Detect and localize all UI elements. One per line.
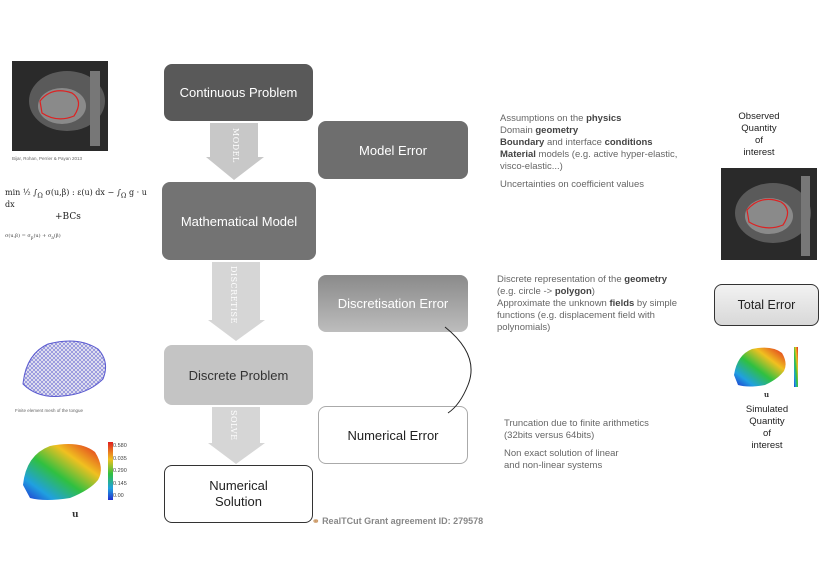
mri-caption: Bijar, Rohan, Perrier & Payan 2013	[12, 156, 83, 161]
note-text: functions (e.g. displacement field with	[497, 310, 655, 321]
label-line: Observed	[738, 111, 780, 122]
discretise-arrow-shape	[208, 262, 265, 341]
mesh-picture	[22, 340, 107, 397]
solve-arrow	[208, 407, 266, 465]
note-text: Uncertainties on coefficient values	[500, 179, 644, 190]
connector-curve	[444, 326, 472, 414]
colorbar-tick: 0.290	[113, 468, 127, 474]
note-bold: fields	[609, 298, 635, 309]
grant-info: ⚭ RealTCut Grant agreement ID: 279578	[312, 516, 483, 527]
note-text: Domain	[500, 125, 536, 136]
label-line: of	[763, 428, 771, 439]
note-text: models (e.g. active hyper-elastic,	[535, 149, 678, 160]
note-text: Approximate the unknown	[497, 298, 610, 309]
model-error-notes: Assumptions on the physics Domain geomet…	[500, 113, 710, 191]
mri-picture	[721, 168, 817, 260]
solve-arrow-shape	[208, 407, 265, 464]
numerical-solution-box[interactable]: Numerical Solution	[164, 465, 313, 523]
model-arrow-shape	[206, 123, 264, 180]
tongue-mesh-image	[18, 334, 113, 404]
note-bold: Boundary	[500, 137, 545, 148]
note-text: and interface	[544, 137, 605, 148]
equation-bcs: +BCs	[55, 212, 81, 222]
note-bold: geometry	[535, 125, 579, 136]
simulated-picture	[734, 347, 798, 387]
colorbar-tick: 0.035	[113, 455, 127, 462]
note-bold: physics	[586, 113, 622, 124]
constitutive-law: σ(u,β) = σp(u) + σa(β)	[5, 233, 155, 259]
note-text: )	[591, 286, 595, 297]
label-line: interest	[743, 147, 775, 158]
mri-image-left	[12, 61, 108, 151]
note-text: Non exact solution of linear	[504, 448, 619, 459]
colorbar-tick: 0.145	[113, 480, 127, 487]
note-bold: conditions	[604, 137, 653, 148]
discretisation-error-notes: Discrete representation of the geometry …	[497, 274, 707, 334]
simulated-field-image	[732, 345, 804, 389]
simulated-quantity-label: Simulated Quantity of interest	[728, 404, 806, 452]
colorbar-tick: 0.00	[113, 493, 124, 499]
discrete-problem-box[interactable]: Discrete Problem	[164, 345, 313, 405]
label-line: Simulated	[745, 404, 789, 415]
model-arrow-label: MODEL	[231, 128, 240, 163]
note-text: by simple	[634, 298, 678, 309]
solution-picture	[23, 442, 113, 500]
note-text: polynomials)	[497, 322, 551, 333]
mri-picture	[12, 61, 108, 151]
note-text: Truncation due to finite arithmetics	[504, 418, 649, 429]
colorbar-tick: 0.580	[113, 443, 127, 449]
note-bold: geometry	[624, 274, 668, 285]
note-text: and non-linear systems	[504, 460, 603, 471]
label-line: Quantity	[749, 416, 785, 427]
field-label-left: u	[72, 510, 79, 520]
solve-arrow-label: SOLVE	[229, 410, 238, 441]
solution-field-image	[20, 440, 125, 502]
grant-icon: ⚭	[312, 516, 320, 526]
label-line: interest	[751, 440, 783, 451]
note-text: Discrete representation of the	[497, 274, 625, 285]
note-text: (e.g. circle ->	[497, 286, 555, 297]
mathematical-model-box[interactable]: Mathematical Model	[162, 182, 316, 260]
note-bold: polygon	[554, 286, 592, 297]
label-line: of	[755, 135, 763, 146]
continuous-problem-box[interactable]: Continuous Problem	[164, 64, 313, 121]
mri-image-right	[721, 168, 817, 260]
model-error-box[interactable]: Model Error	[318, 121, 468, 179]
mesh-caption: Finite element mesh of the tongue	[15, 408, 84, 413]
constitutive-formula: σ(u,β) = σp(u) + σa(β)	[5, 233, 61, 240]
note-text: Assumptions on the	[500, 113, 587, 124]
grant-text: RealTCut Grant agreement ID: 279578	[322, 516, 484, 526]
colorbar-ticks: 0.580 0.035 0.290 0.145 0.00	[113, 440, 127, 503]
field-label-right: u	[764, 390, 770, 399]
observed-quantity-label: Observed Quantity of interest	[720, 111, 798, 159]
variational-equation: min ½ ∫Ω σ(u,β) : ε(u) dx − ∫Ω g · u dx	[5, 188, 155, 209]
numerical-error-notes: Truncation due to finite arithmetics (32…	[504, 418, 704, 472]
numerical-solution-label: Numerical Solution	[209, 478, 268, 509]
note-text: (32bits versus 64bits)	[504, 430, 595, 441]
label-line: Quantity	[741, 123, 777, 134]
equation-formula: min ½ ∫Ω σ(u,β) : ε(u) dx − ∫Ω g · u dx	[5, 188, 147, 209]
total-error-box[interactable]: Total Error	[714, 284, 819, 326]
note-text: visco-elastic...)	[500, 161, 563, 172]
note-bold: Material	[500, 149, 536, 160]
discretise-arrow-label: DISCRETISE	[229, 266, 238, 324]
model-arrow	[206, 123, 266, 181]
numerical-error-box[interactable]: Numerical Error	[318, 406, 468, 464]
discretise-arrow	[208, 262, 266, 342]
discretisation-error-box[interactable]: Discretisation Error	[318, 275, 468, 332]
